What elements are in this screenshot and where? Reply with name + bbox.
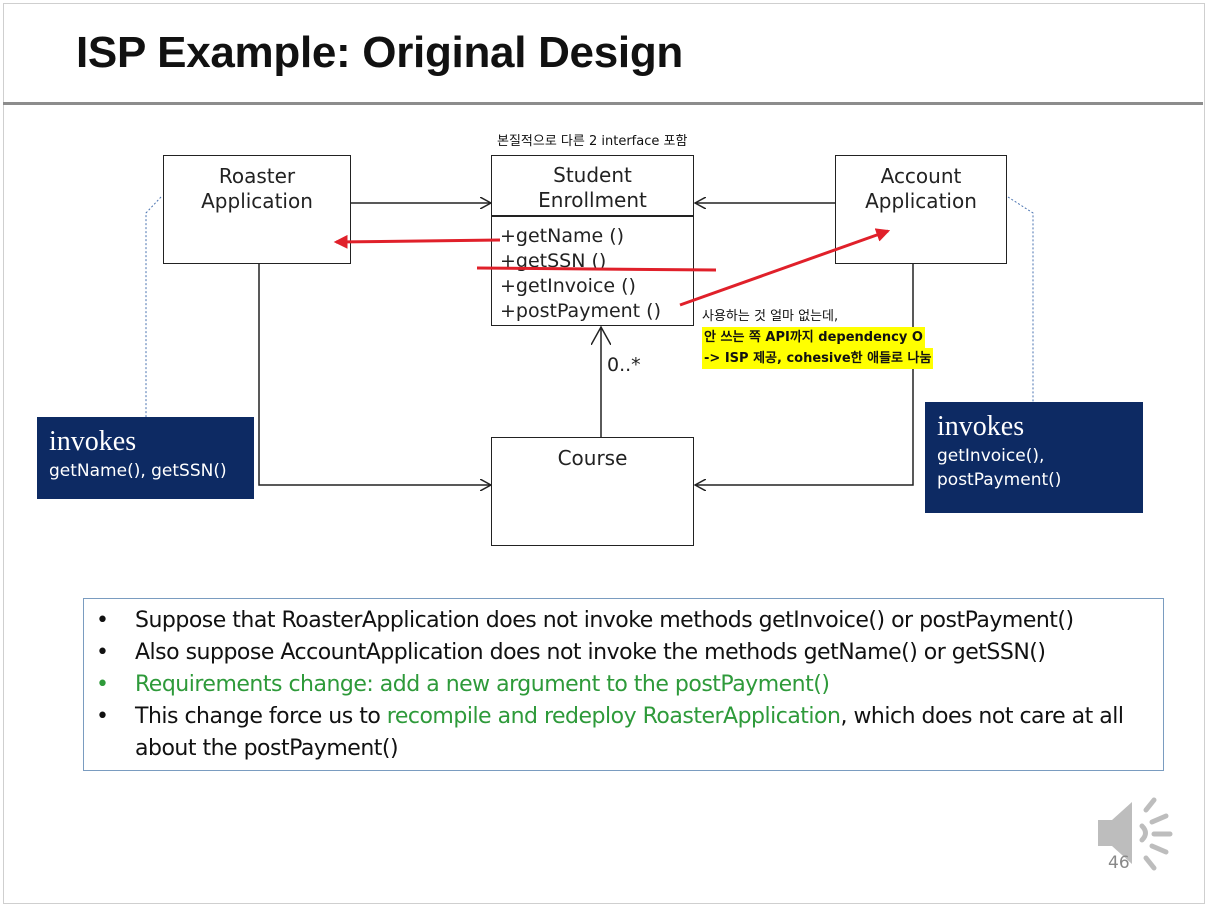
bullet-text: Also suppose AccountApplication does not… (135, 640, 1046, 665)
bullet-text: This change force us to (135, 704, 387, 729)
course-box: Course (491, 437, 694, 546)
student-enrollment-box: Student Enrollment +getName () +getSSN (… (491, 155, 694, 326)
right-callout-text: getInvoice(), postPayment() (937, 446, 1062, 490)
left-callout-text: getName(), getSSN() (49, 461, 227, 481)
right-callout-heading: invokes (937, 411, 1025, 442)
bullet-list: • Suppose that RoasterApplication does no… (96, 605, 1156, 765)
method-list: +getName () +getSSN () +getInvoice () +p… (500, 224, 661, 324)
bullet-dot: • (96, 672, 109, 697)
bullet-item: • This change force us to recompile and r… (96, 701, 1156, 765)
multiplicity-label: 0..* (607, 354, 641, 376)
annotation-line-1: 사용하는 것 얼마 없는데, (702, 309, 839, 324)
account-application-box: Account Application (835, 155, 1007, 264)
bullet-dot: • (96, 704, 109, 729)
method-item: +postPayment () (500, 300, 661, 322)
bullet-item: • Also suppose AccountApplication does no… (96, 637, 1156, 669)
bullet-text: Requirements change: add a new argument … (135, 672, 830, 697)
method-item: +getSSN () (500, 250, 607, 272)
red-arrow-to-account (679, 228, 891, 307)
roaster-application-title: Roaster Application (201, 164, 313, 213)
method-item: +getInvoice () (500, 275, 636, 297)
left-invokes-callout: invokes getName(), getSSN() (37, 417, 254, 499)
bullet-dot: • (96, 608, 109, 633)
bullet-text: , which does not care at all about the p… (135, 704, 1124, 761)
bullet-item: • Requirements change: add a new argument… (96, 669, 1156, 701)
speaker-icon[interactable] (1094, 796, 1174, 872)
course-title: Course (557, 446, 628, 470)
left-callout-leader (145, 196, 162, 418)
annotation-line-3: -> ISP 제공, cohesive한 애들로 나눔 (702, 348, 934, 369)
title-divider (3, 102, 1203, 105)
isp-annotation: 사용하는 것 얼마 없는데, 안 쓰는 쪽 API까지 dependency O… (702, 306, 934, 369)
slide-title: ISP Example: Original Design (76, 28, 683, 77)
bullet-box: • Suppose that RoasterApplication does no… (83, 598, 1164, 771)
annotation-line-2: 안 쓰는 쪽 API까지 dependency O (702, 327, 925, 348)
red-separator-line (476, 266, 717, 272)
right-callout-leader (1007, 196, 1034, 418)
student-enrollment-title: Student Enrollment (538, 163, 647, 212)
right-invokes-callout: invokes getInvoice(), postPayment() (925, 402, 1143, 513)
red-arrow-to-roaster (333, 234, 501, 249)
roaster-application-box: Roaster Application (163, 155, 351, 264)
bullet-text: Suppose that RoasterApplication does not… (135, 608, 1074, 633)
page-number: 46 (1108, 853, 1130, 873)
bullet-dot: • (96, 640, 109, 665)
bullet-text-highlight: recompile and redeploy RoasterApplicatio… (386, 704, 841, 729)
bullet-item: • Suppose that RoasterApplication does no… (96, 605, 1156, 637)
method-item: +getName () (500, 225, 625, 247)
account-application-title: Account Application (865, 164, 977, 213)
top-note: 본질적으로 다른 2 interface 포함 (497, 134, 688, 149)
class-compartment-divider (492, 215, 693, 217)
left-callout-heading: invokes (49, 426, 137, 457)
roaster-to-course-connector (258, 263, 491, 485)
